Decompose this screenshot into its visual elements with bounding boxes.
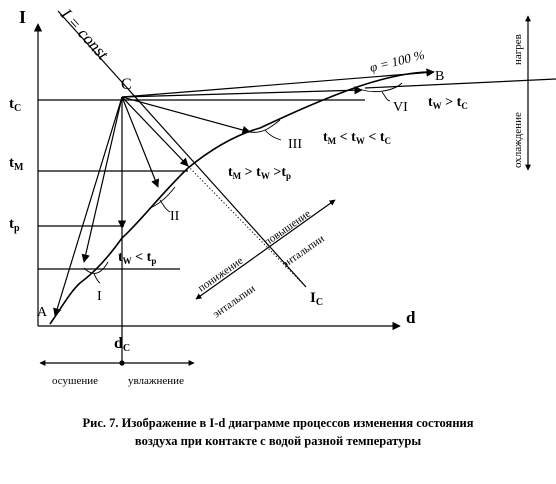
bracket-i xyxy=(83,261,109,284)
bracket-iii xyxy=(249,119,282,141)
saturation-curve xyxy=(49,71,429,325)
enthalpy-down-2: энтальпии xyxy=(211,283,258,321)
y-axis-label: I xyxy=(19,7,26,27)
ray-to-tm xyxy=(121,96,189,167)
ic-label: IC xyxy=(310,290,323,308)
point-b-label: B xyxy=(435,69,444,84)
condition-i: tW < tp xyxy=(118,250,156,266)
i-const-dots xyxy=(187,165,307,288)
region-iii: III xyxy=(288,137,302,152)
dc-label: dC xyxy=(114,335,130,354)
bracket-vi xyxy=(361,82,403,102)
point-c-label: C xyxy=(121,76,132,93)
region-ii: II xyxy=(170,209,180,224)
ray-to-i xyxy=(81,96,123,263)
bracket-ii xyxy=(149,186,176,213)
drying-label: осушение xyxy=(52,375,98,387)
right-cooling: охлаждение xyxy=(512,112,524,168)
x-axis-label: d xyxy=(406,308,416,327)
figure-caption-line-2: воздуха при контакте с водой разной темп… xyxy=(134,434,422,448)
i-const-label: I = const xyxy=(56,4,113,64)
tc-extension-line xyxy=(364,78,556,89)
enthalpy-down-1: понижение xyxy=(196,255,246,295)
ray-to-iii xyxy=(121,96,251,135)
tm-label: tM xyxy=(9,155,24,173)
enthalpy-up-2: энтальпии xyxy=(280,233,327,271)
condition-iii: tM < tW < tC xyxy=(323,130,391,146)
phi-label: φ = 100 % xyxy=(368,47,426,75)
condition-vi: tW > tC xyxy=(428,95,468,111)
condition-ii: tM > tW >tp xyxy=(228,165,291,181)
region-i: I xyxy=(97,289,102,304)
tp-label: tp xyxy=(9,216,20,234)
ray-to-vi xyxy=(121,86,363,98)
ray-to-b xyxy=(121,68,435,98)
tc-label: tC xyxy=(9,96,21,114)
enthalpy-arrow xyxy=(195,199,336,300)
ray-to-ii xyxy=(121,96,160,188)
figure-caption-line-1: Рис. 7. Изображение в I-d диаграмме проц… xyxy=(82,416,474,430)
region-vi: VI xyxy=(393,100,408,115)
ray-to-a xyxy=(53,96,123,317)
right-heating: нагрев xyxy=(512,34,524,65)
point-a-label: A xyxy=(37,305,48,320)
humidifying-label: увлажнение xyxy=(128,375,184,387)
